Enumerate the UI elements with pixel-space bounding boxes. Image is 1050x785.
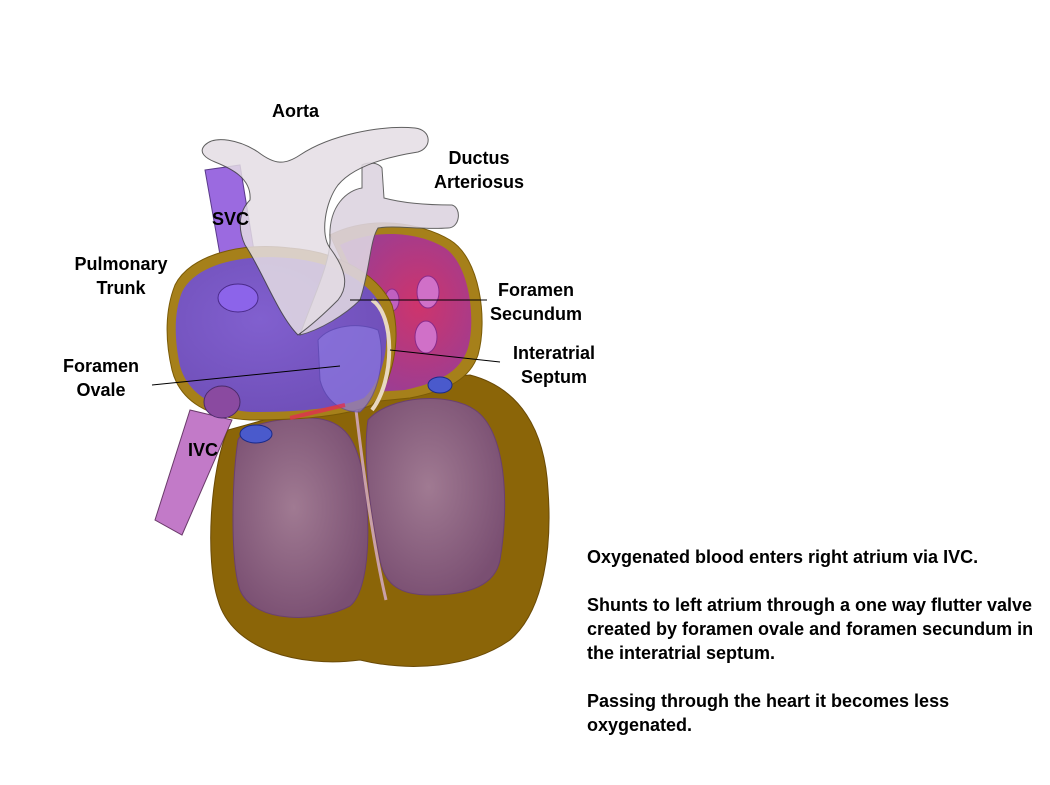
foramen-ovale-leader — [151, 365, 341, 386]
pulmonary-label-line2: Trunk — [96, 278, 146, 298]
ivc-label: IVC — [188, 440, 219, 460]
caption-paragraph-1: Oxygenated blood enters right atrium via… — [587, 547, 979, 567]
interatrial-septum — [370, 298, 392, 412]
ductus-label-line1: Ductus — [448, 148, 510, 168]
interatrial-septum-leader — [389, 349, 501, 363]
interatrial-septum-label: Interatrial Septum — [503, 341, 605, 389]
pulmonary-trunk-label: Pulmonary Trunk — [64, 252, 178, 300]
blood-shunt-stream — [289, 403, 346, 420]
foramen-ovale-flap — [317, 325, 382, 413]
pulmonary-label-line1: Pulmonary — [74, 254, 168, 274]
caption-paragraph-2: Shunts to left atrium through a one way … — [587, 595, 1034, 663]
ivc-opening — [203, 385, 241, 419]
pulmonary-vein-upper — [416, 275, 440, 309]
mitral-valve — [427, 376, 453, 394]
aorta-vessel — [201, 127, 429, 336]
interatrial-line2: Septum — [520, 367, 587, 387]
svc-opening — [217, 283, 259, 313]
ventricular-septum — [354, 409, 388, 601]
foramen-secundum-line1: Foramen — [497, 280, 575, 300]
ductus-arteriosus-label: Ductus Arteriosus — [428, 146, 530, 194]
caption: Oxygenated blood enters right atrium via… — [587, 545, 1042, 761]
foramen-secundum-label: Foramen Secundum — [484, 278, 588, 326]
left-ventricle — [365, 398, 506, 596]
right-ventricle — [232, 417, 369, 618]
foramen-ovale-line2: Ovale — [76, 380, 126, 400]
pulmonary-vein-lower — [414, 320, 438, 354]
foramen-ovale-label: Foramen Ovale — [55, 354, 147, 402]
tricuspid-valve — [239, 424, 273, 444]
aorta-label: Aorta — [272, 101, 320, 121]
interatrial-line1: Interatrial — [512, 343, 596, 363]
caption-paragraph-3: Passing through the heart it becomes les… — [587, 691, 950, 735]
foramen-ovale-line1: Foramen — [62, 356, 140, 376]
foramen-secundum-line2: Secundum — [489, 304, 582, 324]
svc-label: SVC — [212, 209, 250, 229]
ductus-label-line2: Arteriosus — [433, 172, 525, 192]
